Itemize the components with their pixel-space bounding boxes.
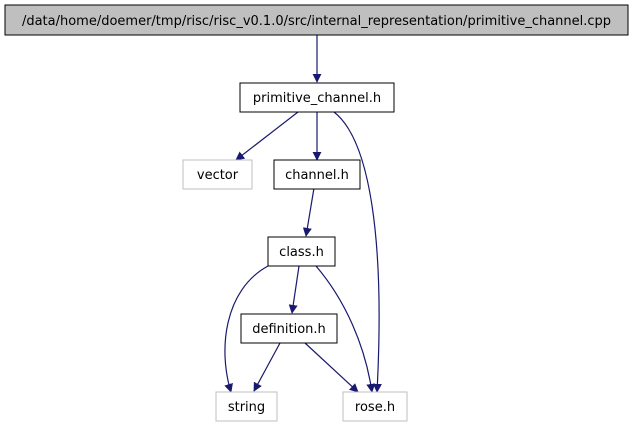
- node-vector-label: vector: [197, 168, 239, 183]
- edge-class-h-to-rose-h: [315, 265, 376, 393]
- node-class-h-box[interactable]: [267, 236, 336, 267]
- node-root-file-box: [4, 4, 629, 36]
- node-string-label: string: [228, 400, 265, 415]
- edge-definition-h-to-string: [253, 342, 281, 392]
- node-definition-h-box[interactable]: [240, 313, 338, 344]
- node-primitive-channel-h-label[interactable]: primitive_channel.h: [253, 91, 381, 106]
- edge-channel-h-to-class-h: [302, 187, 315, 237]
- node-string-box: [215, 391, 278, 422]
- node-root-file-label: /data/home/doemer/tmp/risc/risc_v0.1.0/s…: [22, 14, 611, 29]
- node-class-h[interactable]: class.h: [267, 236, 336, 267]
- node-rose-h-label: rose.h: [355, 400, 395, 415]
- edge-definition-h-to-rose-h: [304, 342, 359, 393]
- edge-primitive-channel-h-to-vector: [235, 111, 299, 161]
- node-rose-h-box: [342, 391, 408, 422]
- node-string: string: [215, 391, 278, 422]
- node-vector-box: [182, 159, 253, 190]
- node-primitive-channel-h-box[interactable]: [239, 82, 395, 113]
- edge-primitive-channel-h-to-rose-h: [333, 111, 382, 393]
- node-primitive-channel-h[interactable]: primitive_channel.h: [239, 82, 395, 113]
- edge-class-h-to-string: [224, 265, 269, 393]
- node-channel-h-box[interactable]: [273, 159, 361, 190]
- node-definition-h-label[interactable]: definition.h: [252, 322, 326, 337]
- node-vector: vector: [182, 159, 253, 190]
- edge-class-h-to-definition-h: [288, 265, 300, 314]
- node-root-file: /data/home/doemer/tmp/risc/risc_v0.1.0/s…: [4, 4, 629, 36]
- node-channel-h[interactable]: channel.h: [273, 159, 361, 190]
- node-class-h-label[interactable]: class.h: [279, 245, 324, 260]
- edges: [224, 35, 382, 393]
- node-channel-h-label[interactable]: channel.h: [285, 168, 349, 183]
- node-rose-h: rose.h: [342, 391, 408, 422]
- node-definition-h[interactable]: definition.h: [240, 313, 338, 344]
